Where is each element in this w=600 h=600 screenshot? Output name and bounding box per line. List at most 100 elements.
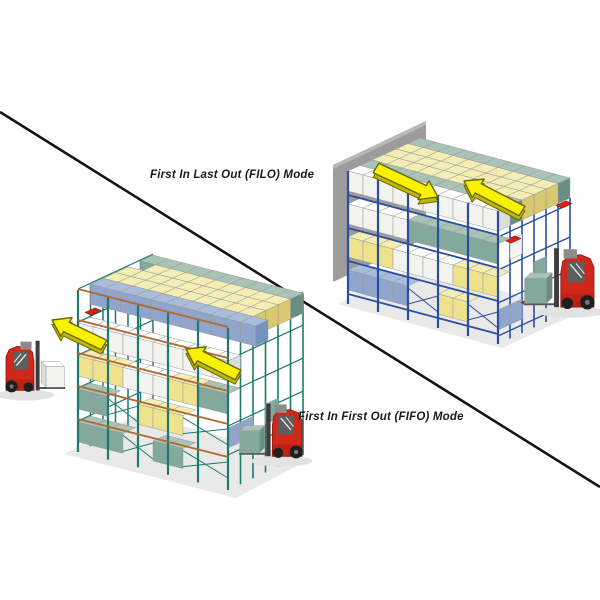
- forklift-mast: [554, 248, 559, 308]
- filo-rack: [338, 137, 578, 348]
- forklift-shadow: [251, 455, 313, 467]
- storage-box-front: [122, 334, 139, 359]
- rack-brace: [182, 461, 229, 468]
- storage-box-front: [197, 386, 214, 411]
- rack-beam: [347, 194, 499, 236]
- forklift-part: [280, 417, 292, 431]
- rack-beam: [227, 357, 304, 394]
- forklift-wheel-hub: [293, 449, 299, 455]
- flow-arrow-icon: [185, 346, 242, 381]
- storage-box-front: [482, 272, 499, 298]
- rack-beam: [77, 253, 154, 290]
- floor-shadow: [64, 414, 308, 498]
- forklift-part: [285, 416, 294, 427]
- storage-box-front: [392, 215, 409, 241]
- storage-box-front: [392, 248, 409, 274]
- storage-box-front: [377, 277, 394, 303]
- storage-box-front: [362, 207, 379, 233]
- forklift-icons: [0, 340, 313, 467]
- forklift-console: [563, 249, 577, 259]
- storage-box-front: [407, 219, 424, 245]
- flow-arrow-icon: [463, 178, 526, 217]
- rack-brace: [407, 295, 439, 305]
- forklift-wheel-hub: [584, 299, 590, 305]
- storage-box-front: [92, 392, 109, 417]
- rack-beam: [77, 385, 229, 425]
- carried-box: [524, 278, 547, 304]
- storage-box-front: [167, 345, 184, 370]
- carried-box: [239, 430, 260, 454]
- storage-box-front: [437, 194, 454, 220]
- forklift-console: [20, 341, 32, 350]
- storage-box-front: [347, 170, 364, 196]
- storage-box-front: [407, 252, 424, 278]
- storage-box-front: [152, 407, 169, 433]
- storage-box-front: [77, 421, 94, 447]
- storage-box-front: [482, 206, 499, 232]
- storage-box-front: [437, 260, 454, 286]
- storage-box-front: [167, 411, 184, 436]
- storage-box-front: [92, 425, 109, 450]
- rack-beam: [497, 236, 571, 271]
- storage-box-front: [137, 403, 154, 429]
- pallet-shuttle: [555, 200, 573, 209]
- pallet-shuttle: [84, 307, 102, 316]
- storage-box-front: [377, 244, 394, 270]
- storage-box-front: [467, 235, 484, 261]
- storage-box-front: [362, 273, 379, 299]
- rack-brace: [107, 405, 139, 416]
- storage-box-front: [92, 359, 109, 384]
- storage-box-front: [452, 264, 469, 290]
- carried-box: [40, 361, 47, 388]
- storage-box-front: [137, 337, 154, 363]
- fifo-mode-label: First In First Out (FIFO) Mode: [298, 411, 464, 423]
- storage-box-front: [422, 256, 439, 282]
- storage-box-front: [392, 281, 409, 307]
- storage-box-front: [152, 440, 169, 466]
- storage-box-front: [452, 198, 469, 224]
- forklift-mast: [266, 403, 271, 457]
- storage-box-front: [137, 370, 154, 396]
- storage-box-front: [467, 268, 484, 294]
- storage-box-front: [377, 211, 394, 237]
- carried-box: [259, 425, 265, 454]
- storage-box-front: [152, 374, 169, 400]
- rack-beam: [77, 352, 229, 392]
- fifo-flow-arrows: [51, 316, 242, 385]
- forklift-wheel: [23, 382, 34, 393]
- storage-box-end: [509, 298, 523, 325]
- forklift-icon: [523, 248, 600, 318]
- flow-arrow-icon: [51, 316, 108, 351]
- rack-brace: [467, 311, 499, 321]
- rack-beam: [347, 227, 499, 269]
- storage-box-front: [152, 341, 169, 367]
- storage-box-front: [122, 367, 139, 392]
- storage-box-front: [77, 355, 94, 381]
- filo-flow-arrows: [372, 162, 526, 221]
- storage-box-front: [467, 202, 484, 228]
- rack-beam: [347, 293, 499, 335]
- rack-beam: [347, 260, 499, 302]
- forklift-shadow: [0, 389, 54, 401]
- forklift-shadow: [537, 306, 600, 318]
- storage-box-front: [347, 236, 364, 262]
- storage-box-front: [212, 389, 229, 415]
- filo-illustration: [333, 121, 600, 348]
- storage-box-front: [347, 269, 364, 295]
- flow-arrow-icon: [372, 162, 439, 201]
- filo-mode-label: First In Last Out (FILO) Mode: [150, 169, 315, 181]
- carried-box: [45, 366, 65, 388]
- forklift-console: [274, 404, 287, 413]
- storage-box-front: [107, 363, 124, 388]
- pallet-shuttle: [504, 235, 522, 244]
- forklift-wheel-hub: [9, 384, 14, 389]
- storage-box-front: [452, 297, 469, 323]
- storage-box-front: [107, 330, 124, 355]
- rack-beam: [77, 418, 229, 458]
- fifo-illustration: [0, 253, 313, 498]
- storage-box-front: [347, 203, 364, 229]
- forklift-wheel: [561, 297, 574, 309]
- forklift-part: [13, 353, 22, 363]
